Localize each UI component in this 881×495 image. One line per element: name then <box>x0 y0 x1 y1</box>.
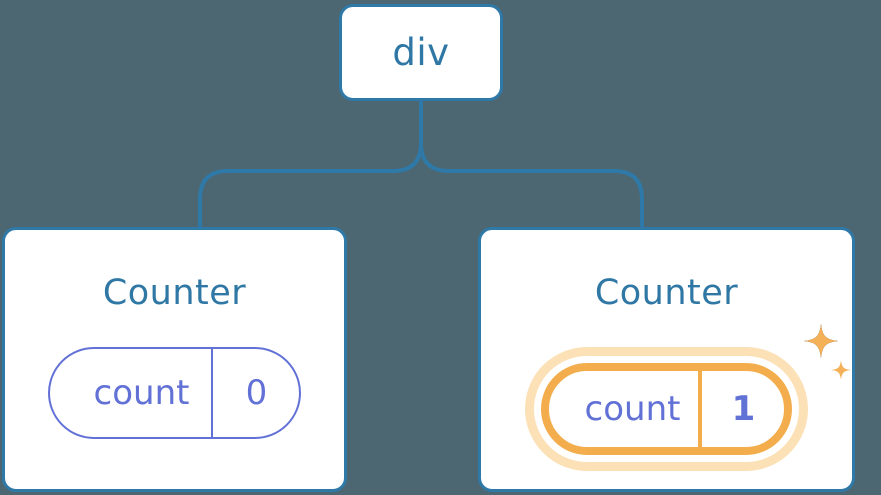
state-key-left: count <box>93 373 190 413</box>
node-counter-right[interactable]: Counter count 1 <box>478 227 855 492</box>
node-counter-left-label: Counter <box>102 273 247 313</box>
state-pill-right[interactable]: count 1 <box>524 347 809 471</box>
node-div[interactable]: div <box>339 4 503 101</box>
state-pill-left[interactable]: count 0 <box>47 347 302 439</box>
state-key-right: count <box>584 389 681 429</box>
state-value-right: 1 <box>698 371 784 447</box>
node-div-label: div <box>392 31 450 74</box>
node-counter-right-label: Counter <box>594 273 739 313</box>
node-counter-left[interactable]: Counter count 0 <box>2 227 347 492</box>
state-value-left: 0 <box>211 349 299 437</box>
